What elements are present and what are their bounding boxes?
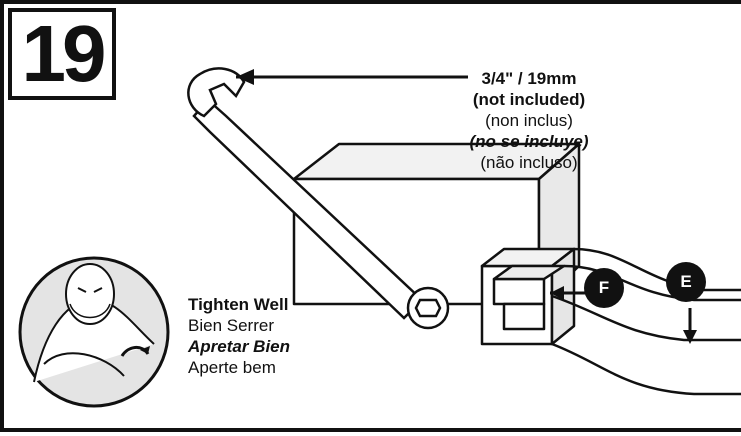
assembly-illustration xyxy=(18,67,741,408)
wrench-note-es: (no se incluye) xyxy=(469,132,589,151)
tighten-note-pt: Aperte bem xyxy=(188,358,276,377)
wrench-note-pt: (não incluso) xyxy=(480,153,578,172)
callout-e-arrow xyxy=(683,308,697,344)
tighten-note-en: Tighten Well xyxy=(188,295,289,314)
callout-e: E xyxy=(666,262,706,302)
tighten-note-fr: Bien Serrer xyxy=(188,316,274,335)
wrench-note: 3/4" / 19mm (not included) (non inclus) … xyxy=(404,68,654,173)
tighten-badge xyxy=(18,256,170,408)
tighten-note: Tighten Well Bien Serrer Apretar Bien Ap… xyxy=(188,294,290,378)
wrench-note-en: (not included) xyxy=(472,90,586,109)
bar-e xyxy=(551,247,741,396)
wrench-size: 3/4" / 19mm xyxy=(481,69,577,88)
wrench-illustration xyxy=(187,67,450,330)
tighten-note-es: Apretar Bien xyxy=(188,337,291,356)
callout-f: F xyxy=(584,268,624,308)
wrench-arrow xyxy=(236,69,468,85)
wrench-note-fr: (non inclus) xyxy=(485,111,573,130)
step-number: 19 xyxy=(8,8,116,100)
